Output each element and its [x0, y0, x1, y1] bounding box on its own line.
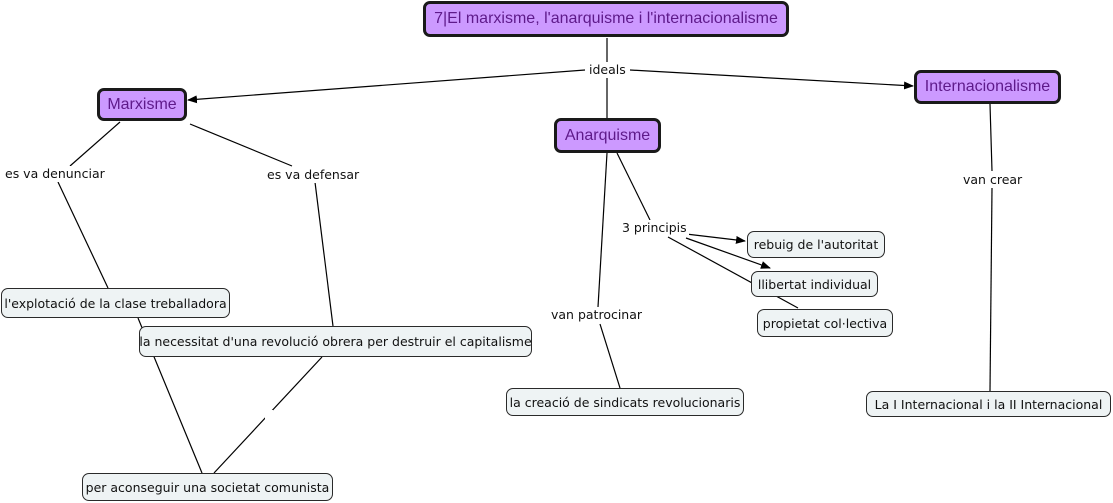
concept-sindicats[interactable]: la creació de sindicats revolucionaris — [506, 388, 744, 416]
link-ideals: ideals — [587, 62, 628, 78]
edge-anarquisme-patrocinar — [597, 152, 608, 308]
link-defensar: es va defensar — [265, 167, 362, 183]
title-concept[interactable]: 7|El marxisme, l'anarquisme i l'internac… — [423, 1, 789, 37]
edge-crear-internacional — [989, 187, 993, 392]
link-crear: van crear — [961, 172, 1025, 188]
edge-internacionalisme-crear — [989, 103, 993, 172]
edge-ideals-marxisme — [187, 69, 586, 104]
concept-anarquisme[interactable]: Anarquisme — [554, 118, 661, 153]
edge-patrocinar-sindicats — [599, 323, 621, 389]
concept-internacionalisme[interactable]: Internacionalisme — [914, 70, 1061, 104]
edge-ideals-internacionalisme — [629, 69, 914, 90]
concept-llibertat[interactable]: llibertat individual — [751, 271, 878, 297]
concept-marxisme[interactable]: Marxisme — [97, 88, 187, 121]
edge-principis-llibertat — [685, 237, 771, 269]
link-patrocinar: van patrocinar — [549, 307, 645, 323]
edge-principis-autoritat — [685, 233, 746, 244]
link-denunciar: es va denunciar — [3, 166, 107, 182]
concept-revolucio[interactable]: la necessitat d'una revolució obrera per… — [139, 326, 532, 357]
edge-marxisme-defensar — [189, 123, 293, 167]
concept-propietat[interactable]: propietat col·lectiva — [757, 309, 893, 337]
edge-defensar-revolucio — [314, 181, 334, 327]
line-gap — [158, 394, 166, 404]
line-gap — [265, 410, 273, 420]
concept-internacional[interactable]: La I Internacional i la II Internacional — [866, 391, 1111, 417]
concept-autoritat[interactable]: rebuig de l'autoritat — [747, 231, 885, 258]
concept-societat[interactable]: per aconseguir una societat comunista — [82, 473, 333, 501]
concept-explotacio[interactable]: l'explotació de la clase treballadora — [1, 288, 230, 318]
edge-anarquisme-principis — [616, 152, 651, 221]
link-principis: 3 principis — [620, 220, 689, 236]
edge-denunciar-explotacio — [57, 181, 109, 289]
edge-marxisme-denunciar — [69, 121, 121, 167]
